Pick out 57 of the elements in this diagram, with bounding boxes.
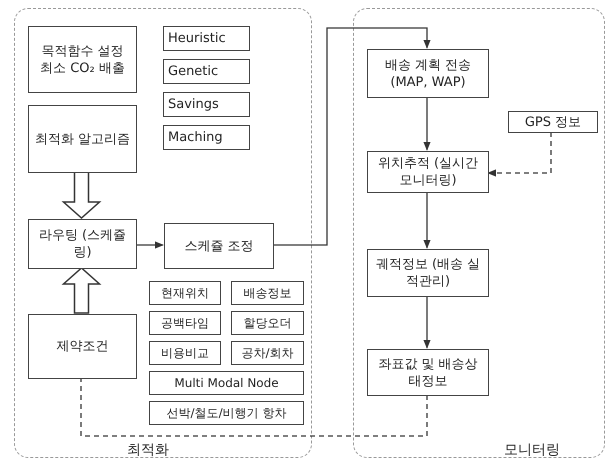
process-box (231, 311, 304, 335)
box-label: Heuristic (168, 30, 226, 47)
block-arrow (62, 267, 102, 314)
arrow (136, 241, 164, 249)
arrow (423, 192, 431, 249)
group-title: 최적화 (127, 441, 169, 459)
process-box (163, 92, 250, 117)
process-box (149, 281, 221, 305)
process-box (149, 401, 304, 425)
box-label: 궤적정보 (배송 실적관리) (374, 256, 482, 290)
block-arrow (62, 171, 102, 219)
process-box (28, 105, 137, 173)
arrow (273, 27, 431, 246)
box-label: 스케쥴 조정 (184, 238, 254, 254)
group-panel (14, 8, 312, 458)
connector-line (80, 378, 428, 437)
box-label: Maching (168, 129, 223, 146)
box-label: 목적함수 설정 최소 CO₂ 배출 (39, 42, 126, 76)
arrow (423, 296, 431, 349)
process-box (367, 151, 489, 193)
box-label: 라우팅 (스케쥴링) (38, 227, 128, 261)
box-label: 좌표값 및 배송상태정보 (377, 356, 479, 390)
box-label: 비용비교 (161, 344, 209, 362)
process-box (28, 26, 137, 93)
box-label: 공차/회차 (241, 344, 294, 362)
process-box (28, 219, 137, 269)
process-box (164, 223, 274, 269)
box-label: Savings (168, 96, 219, 113)
process-box (231, 281, 304, 305)
process-box (163, 59, 250, 84)
process-box (163, 26, 250, 51)
process-box (149, 311, 221, 335)
box-label: Genetic (168, 63, 218, 80)
process-box (367, 349, 489, 396)
box-label: 최적화 알고리즘 (34, 130, 130, 148)
box-label: Multi Modal Node (174, 374, 279, 392)
process-box (508, 111, 598, 133)
box-label: 선박/철도/비행기 항차 (166, 404, 286, 422)
arrow (423, 97, 431, 151)
box-label: 할당오더 (244, 314, 292, 332)
box-label: 위치추적 (실시간 모니터링) (376, 155, 480, 189)
process-box (367, 249, 489, 297)
box-label: GPS 정보 (524, 114, 582, 130)
box-label: 제약조건 (56, 338, 108, 355)
group-panel (353, 8, 605, 458)
process-box (163, 125, 250, 150)
box-label: 배송 계획 전송 (MAP, WAP) (384, 56, 472, 90)
process-box (231, 341, 304, 365)
process-box (28, 314, 137, 379)
process-box (149, 371, 304, 395)
arrow (487, 132, 552, 177)
group-title: 모니터링 (504, 441, 560, 459)
process-box (149, 341, 221, 365)
box-label: 공백타임 (161, 314, 209, 332)
box-label: 배송정보 (244, 284, 292, 302)
process-box (367, 49, 489, 98)
box-label: 현재위치 (161, 284, 209, 302)
